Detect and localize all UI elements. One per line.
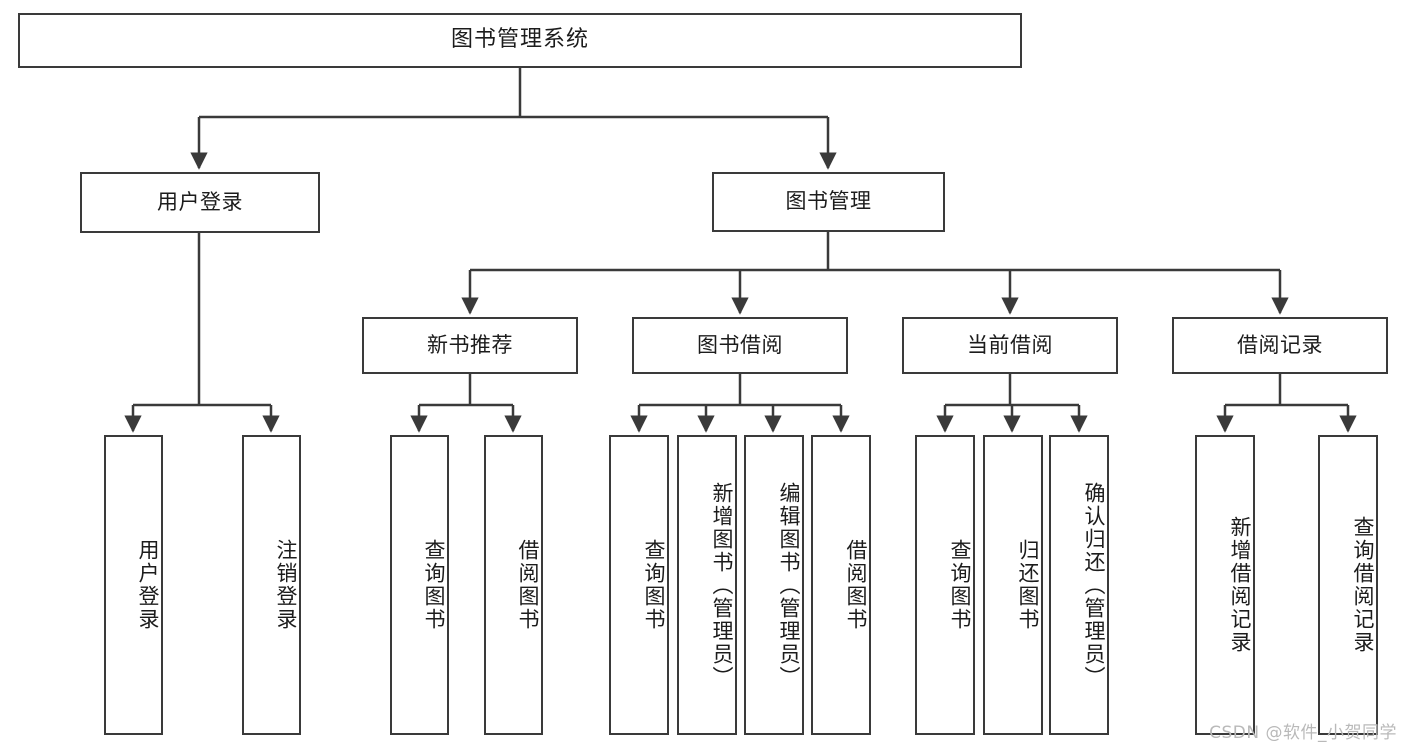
node-user-login[interactable]: 用户登录 <box>80 172 320 233</box>
leaf-new-book-query-book[interactable]: 查询图书 <box>390 435 449 735</box>
node-new-book-recommend[interactable]: 新书推荐 <box>362 317 578 374</box>
node-label: 新增借阅记录 <box>1228 516 1252 654</box>
node-label: 确认归还（管理员） <box>1082 481 1106 689</box>
node-label: 当前借阅 <box>967 332 1053 357</box>
leaf-current-borrow-query-book[interactable]: 查询图书 <box>915 435 975 735</box>
leaf-new-book-borrow-book[interactable]: 借阅图书 <box>484 435 543 735</box>
node-label: 查询图书 <box>948 539 972 631</box>
node-label: 查询图书 <box>642 539 666 631</box>
node-label: 借阅图书 <box>844 539 868 631</box>
node-label: 图书管理 <box>785 189 872 214</box>
node-label: 查询图书 <box>422 539 446 631</box>
leaf-book-borrow-edit-book-admin[interactable]: 编辑图书（管理员） <box>744 435 804 735</box>
node-label: 借阅图书 <box>516 539 540 631</box>
leaf-borrow-record-add-record[interactable]: 新增借阅记录 <box>1195 435 1255 735</box>
leaf-book-borrow-borrow-book[interactable]: 借阅图书 <box>811 435 871 735</box>
leaf-user-login-logout[interactable]: 注销登录 <box>242 435 301 735</box>
node-label: 用户登录 <box>136 539 160 631</box>
leaf-current-borrow-confirm-return-admin[interactable]: 确认归还（管理员） <box>1049 435 1109 735</box>
node-label: 借阅记录 <box>1237 332 1323 357</box>
watermark-text: CSDN @软件_小贺同学 <box>1209 723 1397 743</box>
node-book-borrow[interactable]: 图书借阅 <box>632 317 848 374</box>
leaf-user-login-user-login[interactable]: 用户登录 <box>104 435 163 735</box>
node-current-borrow[interactable]: 当前借阅 <box>902 317 1118 374</box>
node-label: 用户登录 <box>157 189 243 214</box>
node-root-system[interactable]: 图书管理系统 <box>18 13 1022 68</box>
node-label: 新书推荐 <box>427 332 513 357</box>
node-borrow-record[interactable]: 借阅记录 <box>1172 317 1388 374</box>
leaf-borrow-record-query-record[interactable]: 查询借阅记录 <box>1318 435 1378 735</box>
node-book-manage[interactable]: 图书管理 <box>712 172 945 232</box>
leaf-book-borrow-query-book[interactable]: 查询图书 <box>609 435 669 735</box>
leaf-book-borrow-add-book-admin[interactable]: 新增图书（管理员） <box>677 435 737 735</box>
leaf-current-borrow-return-book[interactable]: 归还图书 <box>983 435 1043 735</box>
node-label: 归还图书 <box>1016 539 1040 631</box>
node-label: 图书借阅 <box>697 332 783 357</box>
node-label: 查询借阅记录 <box>1351 516 1375 654</box>
node-label: 新增图书（管理员） <box>710 481 734 689</box>
node-label: 编辑图书（管理员） <box>777 481 801 689</box>
node-label: 注销登录 <box>274 539 298 631</box>
node-label: 图书管理系统 <box>450 27 589 53</box>
